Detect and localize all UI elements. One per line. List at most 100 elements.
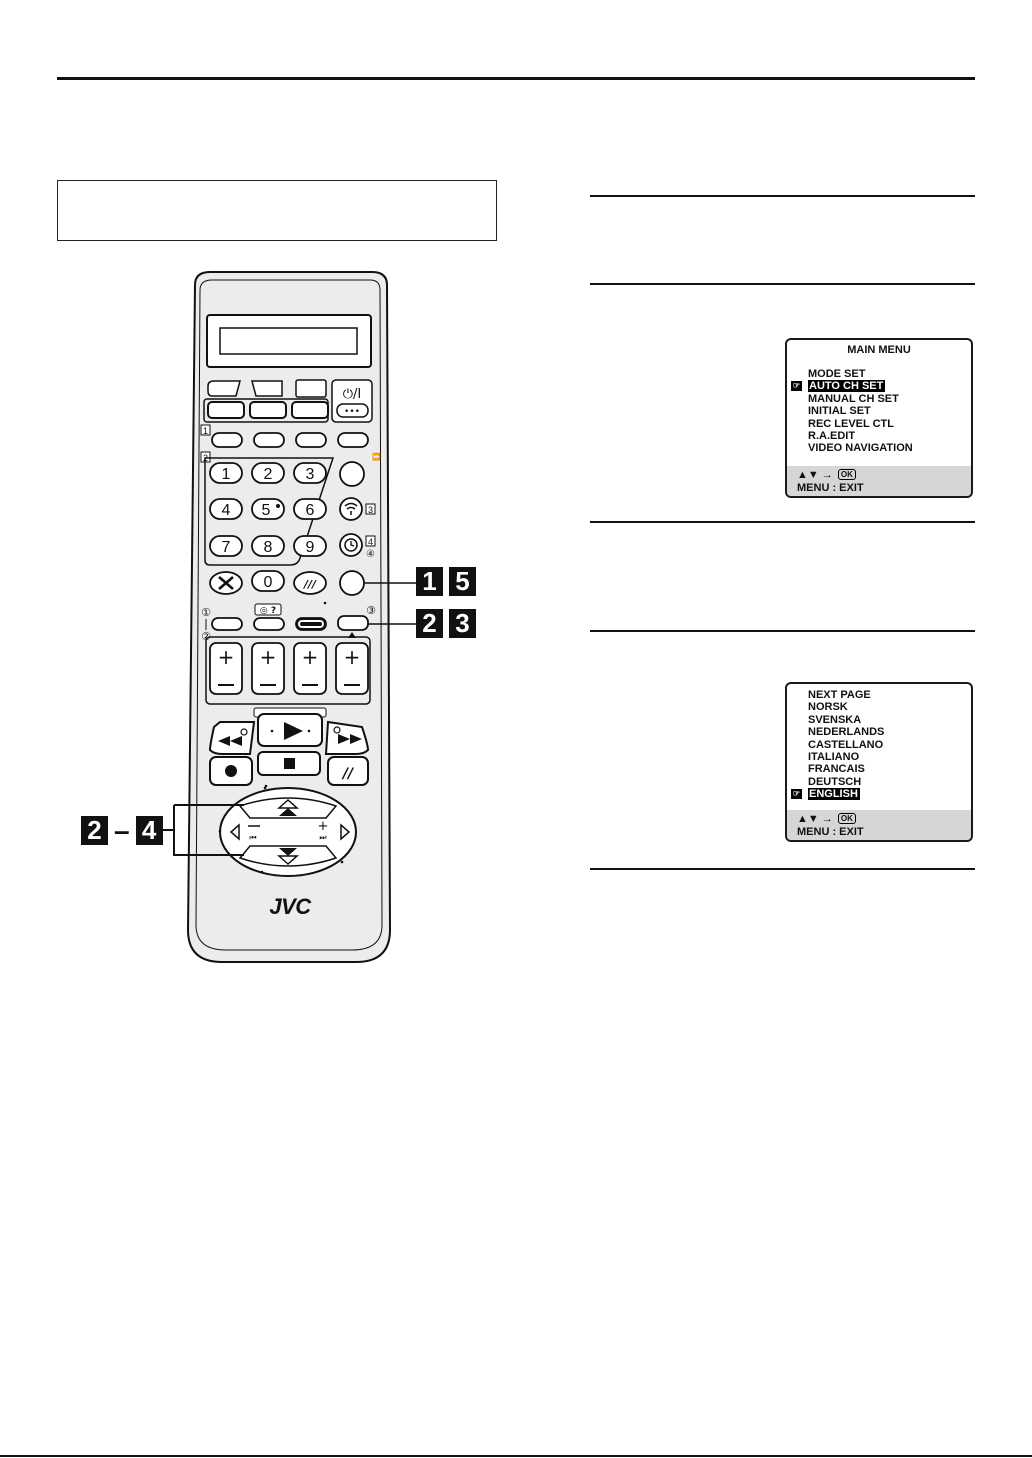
pointer-icon: ☞ xyxy=(791,789,802,800)
menu-item[interactable]: REC LEVEL CTL xyxy=(787,418,971,430)
footer-exit-hint: MENU : EXIT xyxy=(797,481,864,494)
menu-item-label: ENGLISH xyxy=(808,788,860,801)
ok-icon: OK xyxy=(837,469,856,480)
step-range-dash: – xyxy=(114,815,130,846)
key-8: 8 xyxy=(264,539,273,556)
menu-item[interactable]: MODE SET xyxy=(787,368,971,380)
svg-text:+: + xyxy=(260,645,277,669)
step-number-block: 4 xyxy=(135,816,163,845)
menu-item[interactable]: MANUAL CH SET xyxy=(787,393,971,405)
menu-item-label: REC LEVEL CTL xyxy=(808,417,894,430)
svg-text:+: + xyxy=(218,645,235,669)
footer-exit-hint: MENU : EXIT xyxy=(797,825,864,838)
menu-item[interactable]: FRANCAIS xyxy=(787,763,971,775)
menu-item-label: R.A.EDIT xyxy=(808,429,856,442)
dots-label: ••• xyxy=(344,407,360,417)
pointer-icon: ☞ xyxy=(791,381,802,392)
rewind-button xyxy=(208,721,256,755)
section-mark: 3 xyxy=(368,505,373,515)
footer-nav-hint: ▲▼ → xyxy=(797,813,836,825)
menu-item-label: MODE SET xyxy=(808,368,866,380)
circled-mark: ① xyxy=(201,606,211,619)
menu-item-selected[interactable]: ☞ AUTO CH SET xyxy=(787,380,971,393)
menu-item[interactable]: R.A.EDIT xyxy=(787,430,971,442)
power-dots-button xyxy=(336,403,369,418)
key-1: 1 xyxy=(222,466,231,483)
step-number-block: 2 xyxy=(81,816,108,845)
ok-icon: OK xyxy=(837,813,856,824)
key-2: 2 xyxy=(264,466,273,483)
menu-item[interactable]: VIDEO NAVIGATION xyxy=(787,442,971,454)
step-divider-4 xyxy=(590,630,975,632)
step-number-block: 2 xyxy=(416,609,443,638)
menu-item-label: CASTELLANO xyxy=(808,738,884,751)
circled-mark: ④ xyxy=(366,549,375,560)
step-number-block: 3 xyxy=(449,609,476,638)
step-number-block: 1 xyxy=(416,567,443,596)
note-box xyxy=(57,180,497,241)
power-label: ⏻/I xyxy=(343,387,362,402)
menu-item[interactable]: NEXT PAGE xyxy=(787,689,971,701)
menu-item-label: DEUTSCH xyxy=(808,775,862,788)
key-3: 3 xyxy=(306,466,315,483)
menu-item-label: VIDEO NAVIGATION xyxy=(808,442,913,455)
menu-item[interactable]: DEUTSCH xyxy=(787,776,971,788)
svg-text:◎ ?: ◎ ? xyxy=(260,606,276,616)
step-divider-5 xyxy=(590,868,975,870)
step-divider-3 xyxy=(590,521,975,523)
menu-item-label: FRANCAIS xyxy=(808,763,865,776)
main-menu-title: MAIN MENU xyxy=(847,344,911,356)
step-divider-1 xyxy=(590,195,975,197)
step-label-2-4: 2 – 4 xyxy=(81,816,163,845)
slash-button xyxy=(293,571,327,595)
section-mark: 1 xyxy=(203,426,208,436)
language-menu-footer: ▲▼ → OK MENU : EXIT xyxy=(787,810,971,840)
svg-text:⏮: ⏮ xyxy=(249,833,256,842)
menu-item-selected[interactable]: ☞ ENGLISH xyxy=(787,788,971,801)
menu-item-label: NEDERLANDS xyxy=(808,726,885,739)
menu-item[interactable]: ITALIANO xyxy=(787,751,971,763)
svg-text://: // xyxy=(341,766,355,782)
menu-item[interactable]: SVENSKA xyxy=(787,714,971,726)
menu-button xyxy=(339,570,365,596)
circled-mark: ③ xyxy=(366,604,376,617)
menu-item-label: SVENSKA xyxy=(808,713,862,726)
key-0: 0 xyxy=(264,574,273,591)
svg-text:⏭: ⏭ xyxy=(319,833,326,842)
svg-text:+: + xyxy=(344,645,361,669)
menu-item[interactable]: CASTELLANO xyxy=(787,739,971,751)
brand-logo: JVC xyxy=(269,894,312,919)
footer-nav-hint: ▲▼ → xyxy=(797,469,836,481)
wireless-button xyxy=(339,497,363,521)
menu-item-label: INITIAL SET xyxy=(808,405,871,418)
svg-text:+: + xyxy=(318,819,329,834)
svg-text:///: /// xyxy=(302,578,317,591)
key-4: 4 xyxy=(222,502,231,519)
menu-item-label: ITALIANO xyxy=(808,750,860,763)
setup-button xyxy=(337,615,369,631)
svg-text:+: + xyxy=(302,645,319,669)
step-label-1-5: 1 5 xyxy=(416,567,476,596)
circled-mark: ② xyxy=(201,630,211,643)
header-rule xyxy=(57,77,975,80)
menu-item[interactable]: NEDERLANDS xyxy=(787,726,971,738)
menu-item-label: MANUAL CH SET xyxy=(808,392,899,405)
pause-button xyxy=(327,756,369,786)
menu-item-label: NEXT PAGE xyxy=(808,689,871,701)
key-5: 5 xyxy=(262,502,271,519)
section-mark: 4 xyxy=(368,537,373,547)
key-6: 6 xyxy=(306,502,315,519)
menu-item-label: NORSK xyxy=(808,701,848,714)
svg-text:⏩: ⏩ xyxy=(372,452,381,461)
menu-item[interactable]: NORSK xyxy=(787,701,971,713)
footer-rule xyxy=(0,1455,1032,1457)
menu-item[interactable]: INITIAL SET xyxy=(787,405,971,417)
key-9: 9 xyxy=(306,539,315,556)
step-divider-2 xyxy=(590,283,975,285)
menu-item-label: AUTO CH SET xyxy=(808,380,886,393)
